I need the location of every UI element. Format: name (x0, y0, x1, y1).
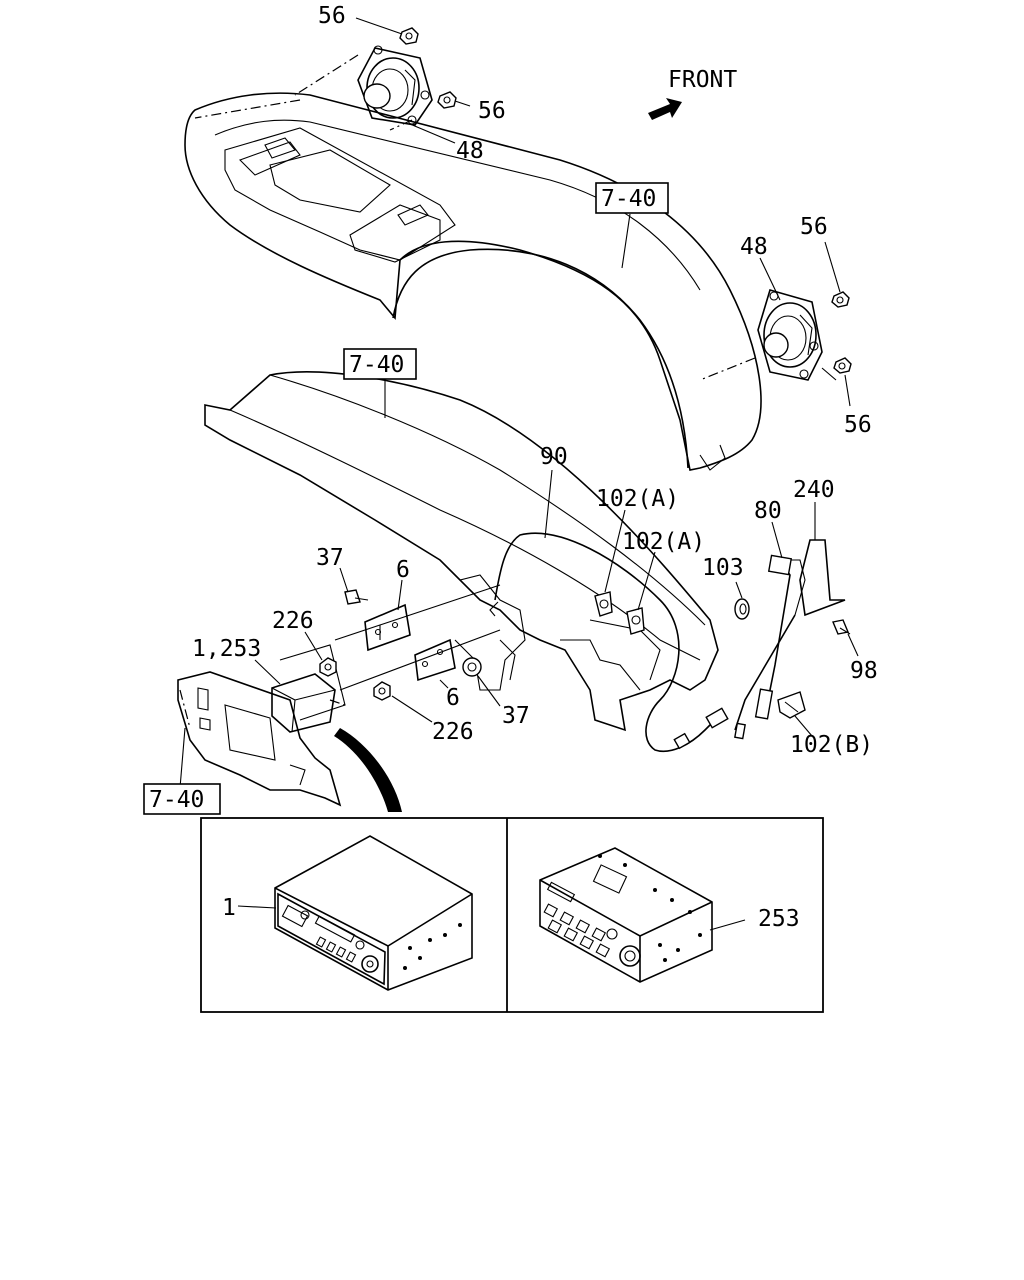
radio-unit-1 (274, 835, 473, 991)
callout-inset-radio-253: 253 (758, 906, 800, 932)
callout-bracket-6-top: 6 (396, 557, 410, 583)
callout-clip-a1: 102(A) (596, 486, 679, 512)
radio-unit-253 (539, 847, 713, 983)
bolt-37-top (344, 589, 369, 605)
nut-right-bottom (833, 357, 852, 374)
bracket-240 (799, 539, 846, 617)
center-cluster-bezel (177, 671, 342, 807)
screw-98 (832, 619, 851, 635)
callout-bracket-240: 240 (793, 477, 835, 503)
front-direction-label: FRONT (668, 67, 737, 93)
callout-speaker-left: 48 (456, 138, 484, 164)
callout-screw-98: 98 (850, 658, 878, 684)
nut-top-left (399, 27, 419, 45)
callout-ref-lower: 7-40 (149, 787, 204, 813)
callout-bolt-37-top: 37 (316, 545, 344, 571)
callout-bolt-226-top: 226 (272, 608, 314, 634)
clip-102b (777, 691, 806, 719)
callout-bolt-37-bottom: 37 (502, 703, 530, 729)
clip-102a-1 (594, 591, 613, 617)
speaker-right (757, 289, 823, 381)
nut-right-top (831, 291, 850, 308)
bolt-226-bottom (373, 681, 391, 701)
ref-box-lower (143, 783, 221, 815)
bolt-37-bottom (462, 657, 482, 677)
antenna-cable (489, 532, 729, 752)
radio-assembly (271, 673, 336, 733)
callout-speaker-right: 48 (740, 234, 768, 260)
leader-lines (179, 17, 859, 789)
callout-nut-top-right: 56 (478, 98, 506, 124)
detail-pointer (334, 728, 402, 812)
callout-nut-right-top: 56 (800, 214, 828, 240)
callout-inset-radio-1: 1 (222, 895, 236, 921)
ref-box-upper (595, 182, 669, 214)
leader-inset-1 (237, 905, 277, 909)
clip-102a-2 (626, 607, 645, 635)
ref-box-middle (343, 348, 417, 380)
leader-inset-253 (709, 919, 746, 931)
callout-ref-upper: 7-40 (601, 186, 656, 212)
callout-nut-right-bottom: 56 (844, 412, 872, 438)
callout-clip-a2: 102(A) (622, 529, 705, 555)
antenna (734, 554, 806, 740)
grommet-103 (734, 598, 750, 620)
callout-grommet: 103 (702, 555, 744, 581)
callout-cable: 90 (540, 444, 568, 470)
callout-radio-assembly: 1,253 (192, 636, 261, 662)
nut-top-right (437, 91, 457, 109)
bolt-226-top (319, 657, 337, 677)
inset-frame (200, 817, 824, 1013)
callout-antenna: 80 (754, 498, 782, 524)
front-arrow-icon (648, 98, 682, 120)
callout-ref-middle: 7-40 (349, 352, 404, 378)
speaker-left (357, 45, 433, 126)
bracket-6-top (364, 603, 411, 652)
callout-clip-b: 102(B) (790, 732, 873, 758)
callout-bracket-6-bottom: 6 (446, 685, 460, 711)
callout-nut-top-left: 56 (318, 3, 346, 29)
callout-bolt-226-bottom: 226 (432, 719, 474, 745)
